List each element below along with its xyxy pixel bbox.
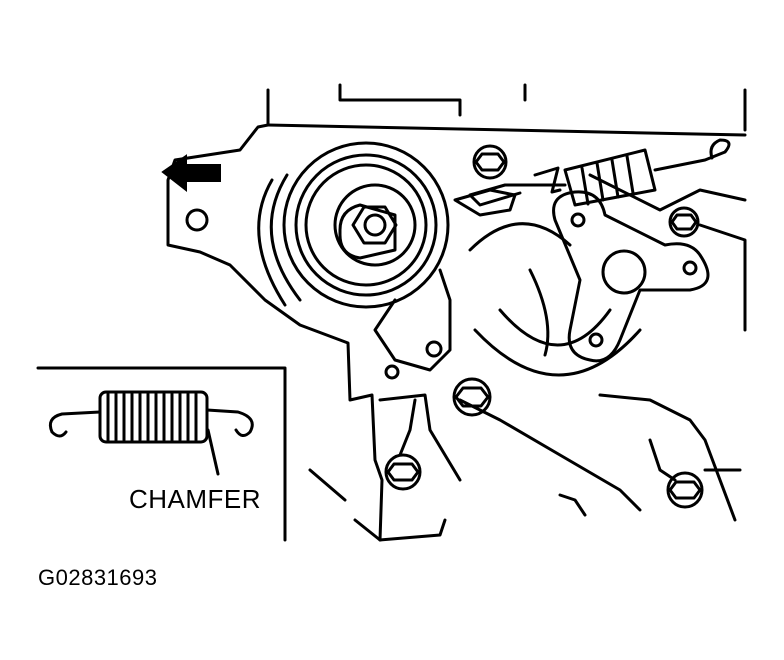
pulley-bolt-head [351, 205, 398, 245]
pulley-guide-arc [269, 173, 302, 302]
idler-pulley [282, 141, 450, 309]
arrow-left-icon [161, 154, 221, 193]
bracket-pivot-hole [425, 340, 443, 358]
inset-frame [36, 366, 287, 542]
pump-housing-arc [528, 268, 550, 357]
tensioner-bracket [373, 268, 452, 372]
block-bolt [452, 377, 492, 417]
spring-icon [48, 390, 254, 476]
engine-block-outline [166, 83, 747, 542]
block-bolt [666, 471, 704, 509]
pump-housing-arc [468, 222, 572, 252]
block-bolt [384, 453, 422, 491]
chamfer-label: CHAMFER [129, 484, 262, 514]
mounting-hole [185, 208, 209, 232]
figure-id: G02831693 [38, 565, 158, 590]
block-bolt [668, 206, 700, 238]
tensioner-spring [468, 138, 731, 207]
pump-housing-arc [498, 308, 612, 347]
mounting-hole [384, 364, 400, 380]
pump-flange [552, 190, 710, 363]
block-bolt [472, 144, 508, 180]
pump-housing-arc [473, 328, 642, 377]
pulley-guide-arc [257, 178, 287, 307]
